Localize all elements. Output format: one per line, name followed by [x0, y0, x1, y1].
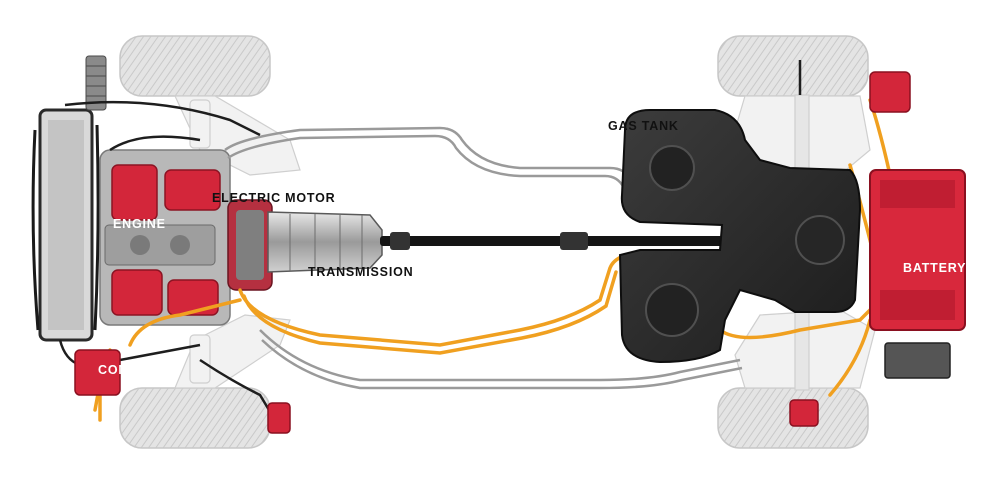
transmission-label: TRANSMISSION — [308, 266, 413, 279]
rear-left-wheel — [718, 36, 868, 96]
radiator — [33, 110, 98, 340]
engine-block — [100, 150, 230, 325]
battery-pack — [870, 72, 965, 378]
battery-label: BATTERY — [903, 262, 966, 275]
computer-label: COMPUTER — [98, 364, 176, 377]
front-right-wheel — [120, 388, 270, 448]
gas-tank-label: GAS TANK — [608, 120, 679, 133]
engine-label: ENGINE — [113, 218, 166, 231]
electric-motor-label: ELECTRIC MOTOR — [212, 192, 335, 205]
front-left-wheel — [120, 36, 270, 96]
electric-motor — [228, 200, 272, 290]
drive-shaft — [380, 230, 753, 252]
transmission — [268, 212, 382, 272]
